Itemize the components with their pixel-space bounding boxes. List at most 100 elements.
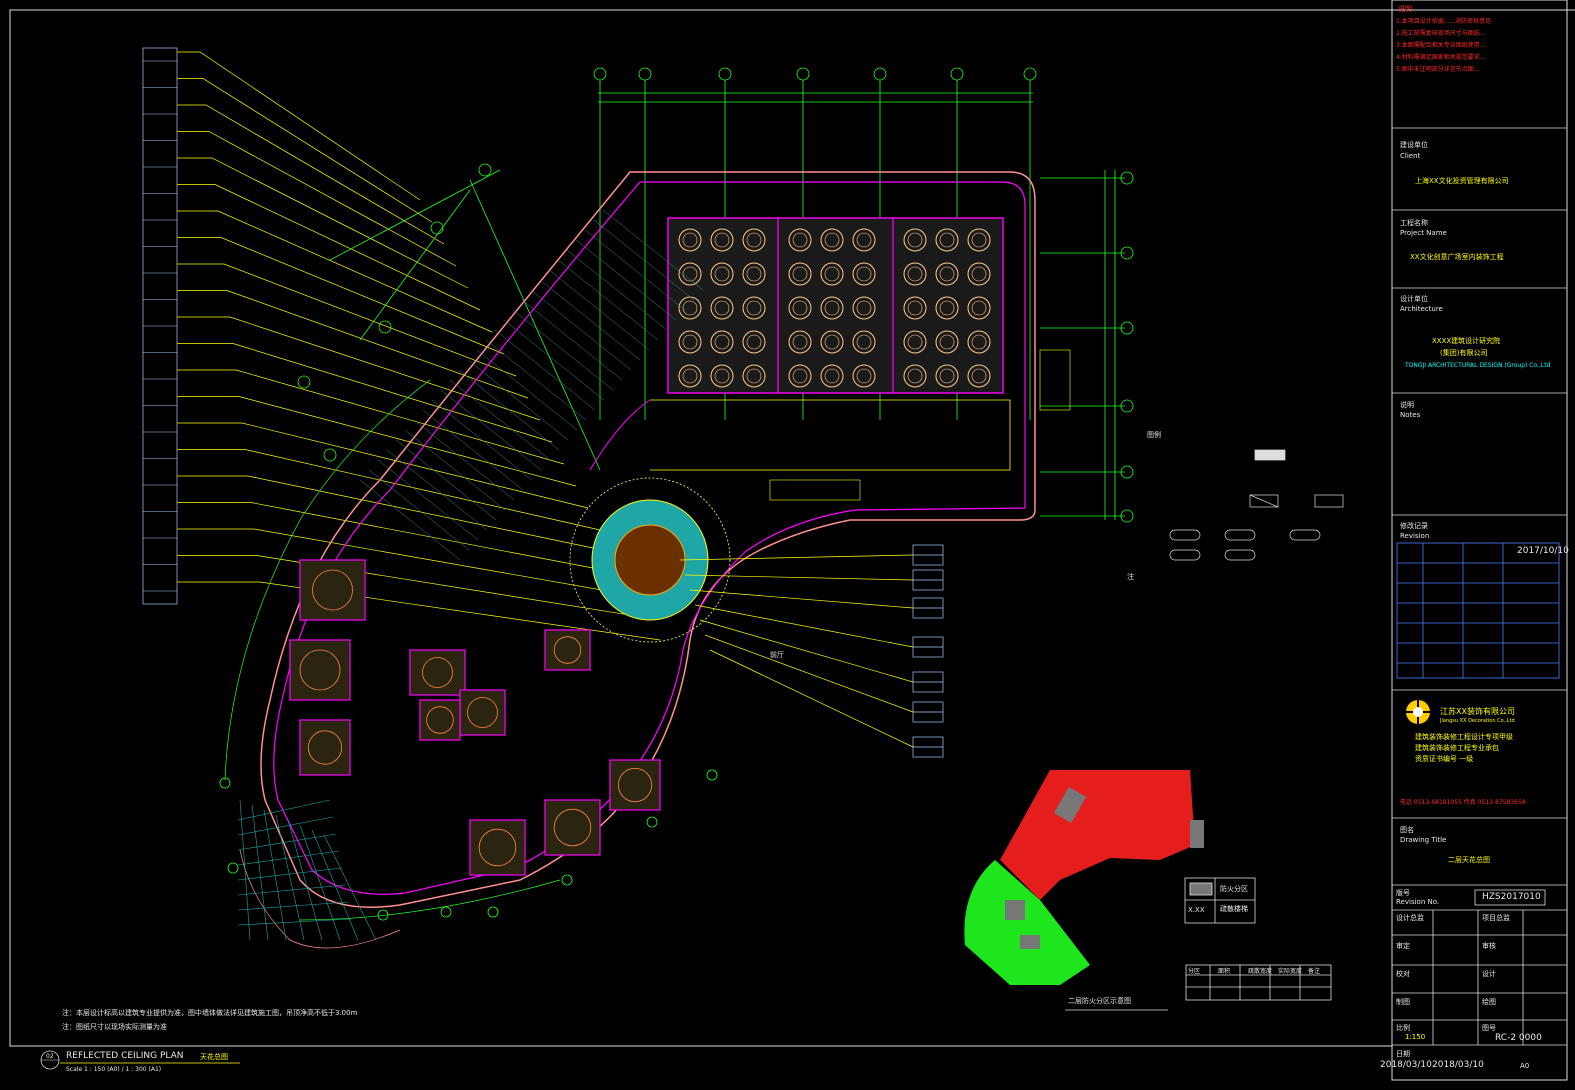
company-line-1: 建筑装饰装修工程设计专项甲级 [1415,733,1513,741]
banquet-table [710,364,734,388]
grid-bubble [430,221,444,235]
banquet-table-inner [682,334,698,350]
banquet-table-inner [746,266,762,282]
banquet-table [852,364,876,388]
firezone-legend-title: 防火分区 [1220,885,1248,893]
firezone-legend-label: X.XX [1188,906,1205,914]
banquet-table-inner [856,232,872,248]
hatch-line [413,419,515,501]
ceiling-medallion [553,636,582,664]
landscape-line [263,809,287,941]
banquet-table-inner [971,368,987,384]
private-room [299,719,351,776]
leader-line [177,396,577,487]
banquet-table-inner [907,368,923,384]
drawing-callout-id: 02 [46,1053,54,1060]
banquet-table [788,228,812,252]
ceiling-medallion [426,706,454,734]
banquet-table-inner [824,334,840,350]
leader-line [177,184,481,311]
grid-bubble [487,906,499,918]
drawing-title-label: 图名 [1400,826,1414,834]
firezone-title: 二层防火分区示意图 [1068,997,1131,1005]
banquet-table [742,262,766,286]
callout-leader [684,574,914,581]
grid-bubble [478,163,492,177]
grid-bubble [1120,509,1134,523]
banquet-table-inner [907,334,923,350]
stair [769,349,1071,501]
architect-name-2: (集团)有限公司 [1440,349,1488,357]
hatch-line [584,229,686,311]
revision-date: 2017/10/10 [1517,546,1569,556]
notes-label-en: Notes [1400,411,1421,419]
landscape-line [237,850,340,866]
private-room [299,559,366,621]
titleblock-lines [1392,127,1567,1046]
leader-line [177,555,649,619]
company-name-en: Jiangsu XX Decoration Co.,Ltd [1440,718,1515,724]
banquet-table-inner [939,300,955,316]
firezone-table-header: 实际宽度 [1278,968,1303,975]
hatch-line [575,239,677,321]
banquet-table [852,262,876,286]
banquet-table-inner [714,300,730,316]
hatch-line [395,439,497,521]
leader-line [177,475,613,553]
banquet-table [903,262,927,286]
hatch-line [566,249,668,331]
banquet-table-inner [824,368,840,384]
banquet-table-inner [714,334,730,350]
leader-line [177,449,601,531]
tb-left-label: 制图 [1396,998,1410,1006]
tb-right-label: 项目总监 [1482,914,1510,922]
company-logo [1406,700,1430,724]
callout-leader [679,554,914,561]
landscape-line [299,824,341,941]
notes-label: 说明 [1400,401,1414,409]
grid-bubble [646,816,658,828]
leader-line [177,343,553,443]
private-room [609,759,661,811]
private-room [544,799,601,856]
tb-left-label: 设计总监 [1396,914,1424,922]
banquet-table-inner [939,334,955,350]
banquet-table [852,228,876,252]
banquet-table [788,330,812,354]
landscape-line [239,799,251,941]
grid-bubble [1120,321,1134,335]
project-label-en: Project Name [1400,229,1447,237]
banquet-table [678,228,702,252]
note-line: 5.图中未注明部分详见节点图... [1396,66,1480,73]
grid-bubble [1120,465,1134,479]
column-grid [329,80,1125,520]
callout-labels [679,544,944,758]
banquet-table-inner [971,300,987,316]
landscape-line [237,901,349,911]
client-name: 上海XX文化投资管理有限公司 [1415,177,1509,185]
banquet-table [710,228,734,252]
date-label: 日期 [1396,1050,1410,1058]
company-phone: 电话 0513-68181055 传真 0513-87583658 [1400,799,1526,806]
hatch-line [377,459,479,541]
banquet-table-inner [792,232,808,248]
ceiling-medallion [553,808,592,847]
hatch-line [422,409,524,491]
grid-bubble [1023,67,1037,81]
landscape-line [237,867,343,881]
leader-line [177,263,517,377]
banquet-table [935,262,959,286]
banquet-table [903,330,927,354]
landscape-grid [237,799,377,941]
banquet-table-inner [792,368,808,384]
drawing-scale: Scale 1 : 150 (A0) / 1 : 300 (A1) [66,1066,162,1073]
banquet-table [935,296,959,320]
banquet-table [852,330,876,354]
ceiling-medallion [312,569,353,611]
banquet-table-inner [792,334,808,350]
landscape-line [237,816,334,836]
landscape-line [275,814,305,941]
grid-bubble [796,67,810,81]
banquet-table-inner [746,232,762,248]
